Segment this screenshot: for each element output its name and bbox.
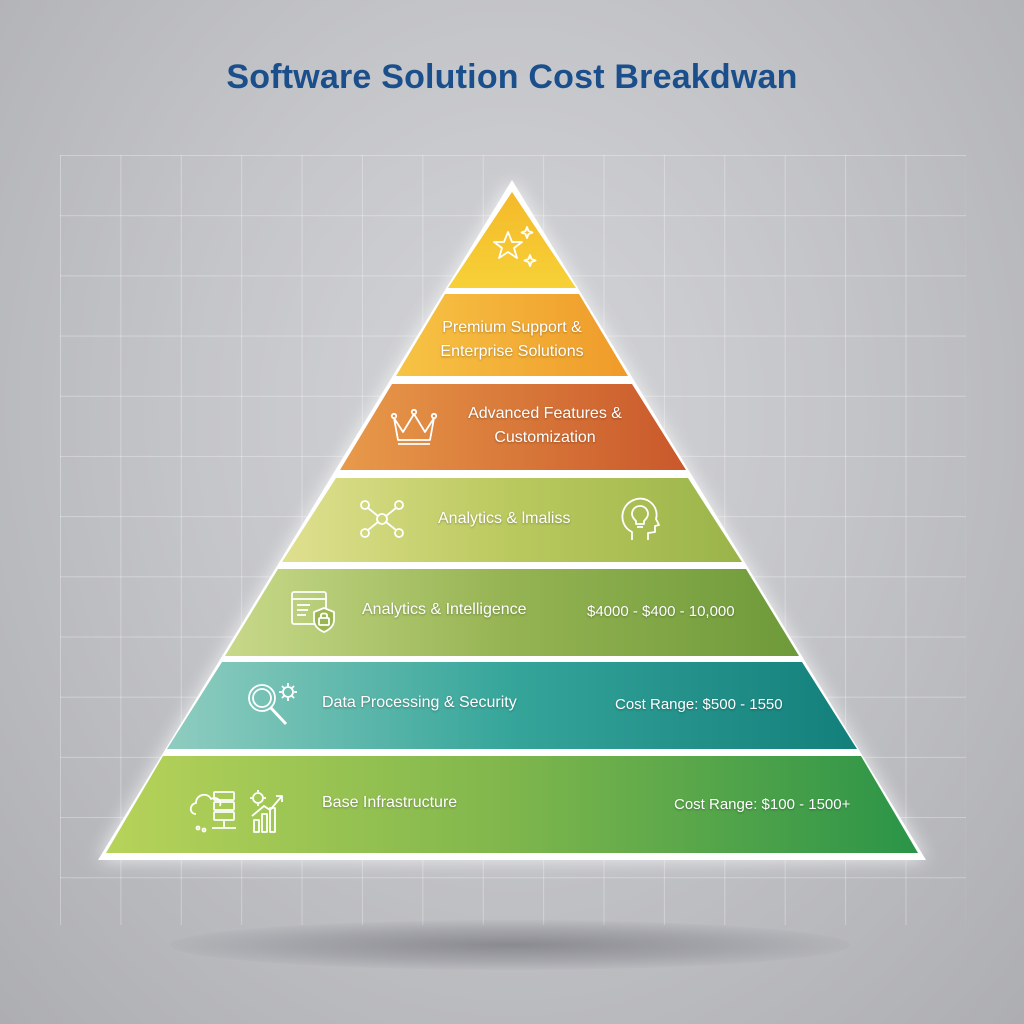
advanced-features-label-line1: Advanced Features & — [468, 405, 622, 422]
stars-icon — [493, 226, 537, 267]
page-title: Software Solution Cost Breakdwan — [226, 58, 798, 96]
crown-icon — [390, 408, 438, 445]
data-processing-value: Cost Range: $500 - 1550 — [615, 696, 783, 713]
data-processing-label: Data Processing & Security — [322, 694, 517, 711]
tier-advanced-features — [340, 384, 686, 470]
tier-analytics-intelligence — [225, 569, 799, 656]
premium-support-label: Premium Support & Enterprise Solutions — [392, 316, 632, 364]
secure-browser-icon — [291, 591, 335, 633]
tier-premium-support — [396, 294, 628, 376]
magnify-gear-icon — [248, 683, 297, 726]
pyramid-shadow — [170, 920, 850, 970]
tier-base-infrastructure — [106, 756, 918, 853]
advanced-features-label: Advanced Features & Customization — [440, 402, 650, 450]
network-nodes-icon — [360, 500, 404, 538]
base-infrastructure-label: Base Infrastructure — [322, 794, 458, 811]
tier-analytics-lmaliss — [282, 478, 742, 562]
advanced-features-label-line2: Customization — [494, 429, 596, 446]
analytics-lmaliss-label: Analytics & lmaliss — [438, 510, 571, 527]
analytics-intelligence-label: Analytics & Intelligence — [362, 601, 527, 618]
tier-data-processing — [167, 662, 857, 749]
head-lightbulb-icon — [621, 497, 660, 540]
cloud-server-icon — [189, 790, 283, 833]
analytics-intelligence-value: $4000 - $400 - 10,000 — [587, 603, 735, 620]
premium-support-label-line2: Enterprise Solutions — [440, 343, 584, 360]
premium-support-label-line1: Premium Support & — [442, 319, 582, 336]
base-infrastructure-value: Cost Range: $100 - 1500+ — [674, 796, 851, 813]
